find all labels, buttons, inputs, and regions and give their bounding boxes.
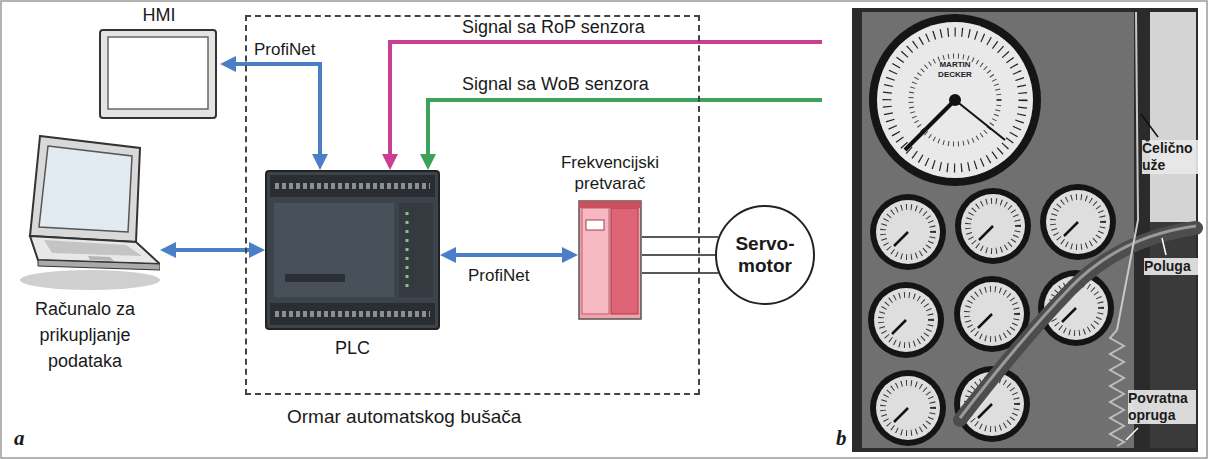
data-laptop: Računalo za prikupljanje podataka	[10, 132, 160, 378]
illustration-part	[979, 226, 993, 240]
illustration-part	[1062, 308, 1076, 322]
illustration-part	[870, 194, 946, 270]
illustration-part	[894, 232, 908, 246]
illustration-part	[874, 288, 938, 352]
servo-motor-circle: Servo- motor	[715, 205, 815, 305]
illustration-part	[978, 314, 992, 328]
panel-photo	[852, 8, 1198, 452]
illustration-part	[579, 201, 641, 319]
illustration-part	[274, 203, 394, 297]
illustration-part	[30, 136, 140, 242]
photo-callout: Čelično uže	[1142, 140, 1198, 174]
illustration-part	[887, 32, 1023, 168]
illustration-part	[1053, 197, 1103, 247]
illustration-part	[582, 208, 609, 314]
illustration-part	[20, 270, 160, 290]
illustration-part	[876, 200, 940, 264]
illustration-part	[868, 184, 1116, 446]
illustration-part	[978, 404, 992, 418]
panel-letter: a	[14, 426, 44, 450]
illustration-part	[579, 201, 641, 208]
plc-unit: PLC	[265, 170, 440, 365]
illustration-part	[955, 100, 1005, 140]
illustration-part	[877, 22, 1033, 178]
illustration-part	[38, 260, 160, 270]
signal-label: Signal sa WoB senzora	[462, 73, 702, 95]
node-label: Frekvencijski pretvarač	[548, 152, 672, 194]
signal-label: Signal sa RoP senzora	[462, 16, 702, 38]
cabinet-frame: Ormar automatskog bušačaPLCFrekvencijski…	[245, 15, 700, 395]
illustration-part	[44, 240, 142, 256]
profinet-link	[228, 64, 320, 162]
illustration-part	[1150, 12, 1196, 222]
illustration-part	[275, 183, 430, 189]
illustration-part	[270, 175, 435, 197]
illustration-part	[1046, 190, 1110, 254]
illustration-part	[852, 8, 1198, 452]
node-label: HMI	[98, 4, 220, 26]
illustration-part	[1141, 114, 1158, 137]
wob-signal-wire	[428, 100, 822, 162]
illustration-part	[108, 37, 208, 109]
illustration-part	[1117, 12, 1138, 330]
illustration-part	[285, 274, 345, 282]
node-label: Servo- motor	[727, 233, 803, 277]
illustration-part	[961, 194, 1025, 258]
illustration-part	[39, 146, 132, 232]
illustration-part	[892, 320, 906, 334]
edge-label: ProfiNet	[466, 266, 531, 286]
rop-signal-wire	[390, 42, 822, 162]
panel-letter: b	[836, 426, 850, 450]
illustration-part	[905, 100, 955, 150]
photo-callout: Povratna opruga	[1128, 390, 1196, 424]
illustration-part	[100, 30, 216, 118]
node-label: PLC	[265, 336, 440, 360]
illustration-part	[88, 256, 114, 261]
plc-device	[265, 170, 440, 330]
illustration-part	[1162, 238, 1166, 255]
illustration-part	[881, 295, 931, 345]
node-label: Ormar automatskog bušača	[287, 405, 607, 429]
edge-label: ProfiNet	[252, 40, 317, 60]
motor-cable	[642, 237, 718, 273]
converter-cabinet	[578, 200, 642, 320]
laptop-icon	[10, 132, 160, 292]
profinet-link	[168, 248, 257, 252]
hmi-screen: HMI	[98, 4, 220, 122]
illustration-part	[270, 303, 435, 325]
frequency-converter: Frekvencijski pretvarač	[578, 200, 642, 320]
profinet-link	[448, 253, 570, 257]
illustration-part	[894, 408, 908, 422]
illustration-part	[399, 203, 433, 297]
illustration-part	[586, 220, 604, 230]
illustration-part	[968, 201, 1018, 251]
illustration-part	[870, 370, 946, 446]
monitor-icon	[98, 28, 220, 122]
photo-callout: Poluga	[1144, 258, 1198, 275]
illustration-part	[960, 282, 1024, 346]
illustration-part	[869, 14, 1041, 186]
illustration-part	[1064, 222, 1078, 236]
illustration-part	[949, 94, 961, 106]
illustration-part	[1110, 330, 1124, 446]
illustration-part	[876, 376, 940, 440]
illustration-part	[967, 289, 1017, 339]
gauge-brand: MARTIN DECKER	[925, 60, 985, 80]
illustration-part	[266, 171, 439, 329]
illustration-part	[1126, 428, 1138, 440]
illustration-part	[611, 208, 638, 314]
illustration-part	[30, 236, 160, 264]
illustration-part	[883, 383, 933, 433]
illustration-part	[955, 188, 1031, 264]
illustration-part	[1040, 184, 1116, 260]
illustration-part	[275, 311, 430, 317]
illustration-part	[406, 212, 409, 290]
illustration-part	[868, 282, 944, 358]
node-label: Računalo za prikupljanje podataka	[10, 296, 160, 374]
illustration-part	[883, 207, 933, 257]
